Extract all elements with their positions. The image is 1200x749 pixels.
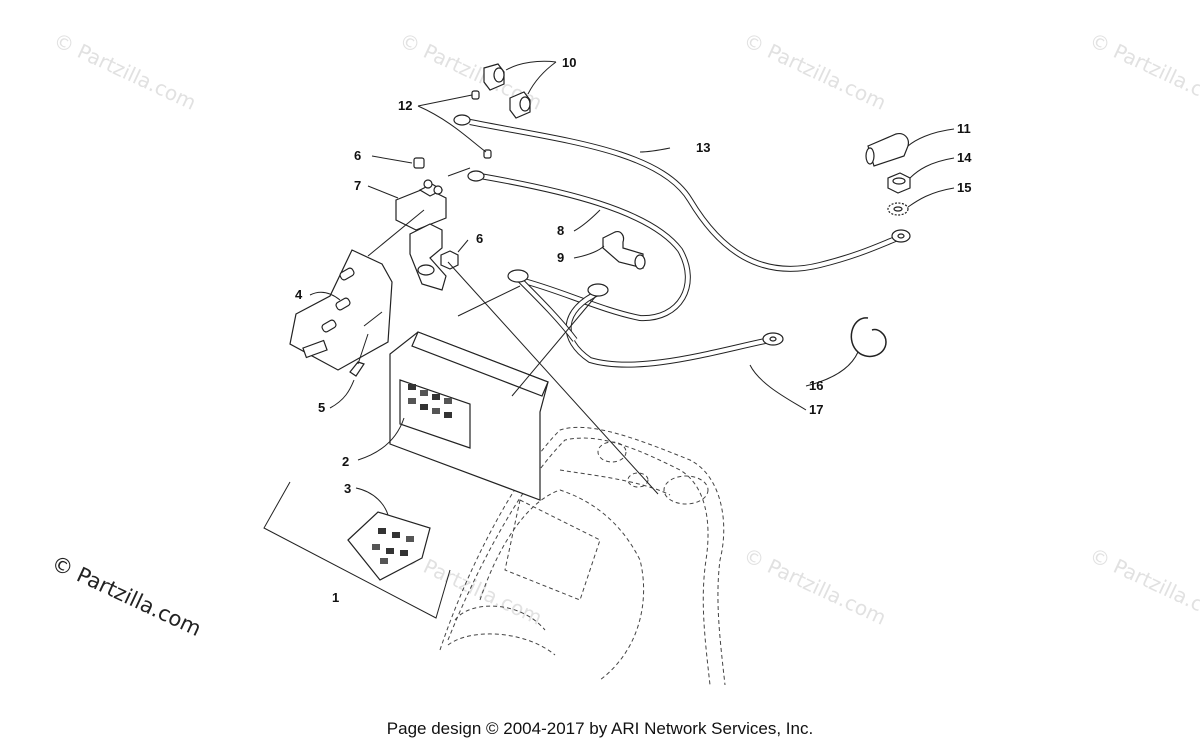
callout-15: 15 bbox=[957, 180, 971, 195]
footer-copyright: Page design © 2004-2017 by ARI Network S… bbox=[386, 719, 814, 738]
watermark-faint: © Partzilla.com bbox=[740, 543, 890, 630]
callout-12: 12 bbox=[398, 98, 412, 113]
watermarks: © Partzilla.com © Partzilla.com © Partzi… bbox=[50, 28, 1200, 630]
callout-10: 10 bbox=[562, 55, 576, 70]
leader-lines bbox=[309, 60, 955, 516]
callout-6: 6 bbox=[476, 231, 483, 246]
battery-cable-13 bbox=[469, 119, 900, 272]
callout-7: 7 bbox=[354, 178, 361, 193]
callout-6: 6 bbox=[354, 148, 361, 163]
callout-2: 2 bbox=[342, 454, 349, 469]
watermark-faint: © Partzilla.com bbox=[1086, 543, 1200, 630]
callout-17: 17 bbox=[809, 402, 823, 417]
callout-14: 14 bbox=[957, 150, 972, 165]
boots-and-hardware bbox=[263, 63, 911, 619]
watermark-faint: © Partzilla.com bbox=[50, 28, 200, 115]
callout-16: 16 bbox=[809, 378, 823, 393]
cables bbox=[453, 114, 911, 368]
callout-13: 13 bbox=[696, 140, 710, 155]
callout-11: 11 bbox=[957, 121, 971, 136]
watermark-faint: © Partzilla.com bbox=[740, 28, 890, 115]
watermark-main: © Partzilla.com bbox=[48, 551, 205, 641]
callout-8: 8 bbox=[557, 223, 564, 238]
callout-9: 9 bbox=[557, 250, 564, 265]
callouts: 1 2 3 4 5 6 6 7 8 9 10 11 12 13 14 15 16… bbox=[295, 55, 972, 605]
callout-1: 1 bbox=[332, 590, 339, 605]
watermark-faint: © Partzilla.com bbox=[1086, 28, 1200, 115]
callout-5: 5 bbox=[318, 400, 325, 415]
vehicle-body-outline bbox=[439, 426, 726, 686]
battery-label bbox=[408, 384, 452, 418]
callout-4: 4 bbox=[295, 287, 303, 302]
callout-3: 3 bbox=[344, 481, 351, 496]
